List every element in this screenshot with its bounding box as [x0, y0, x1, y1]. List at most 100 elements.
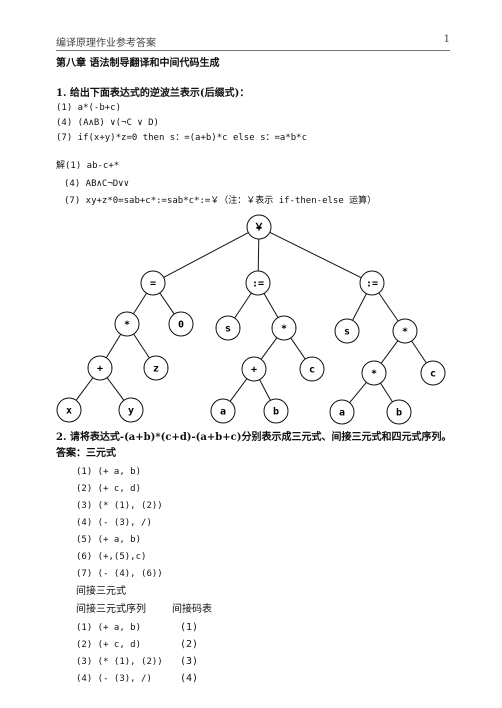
q1-item-1: (1) a*(-b+c) [56, 103, 122, 113]
triple-1: (1) (+ a, b) [76, 467, 142, 477]
tree-node-circle [329, 399, 355, 425]
tree-node-label: y [128, 406, 134, 417]
tree-node-label: ￥ [254, 223, 264, 234]
tree-node-label: 0 [178, 320, 184, 331]
tree-node-circle [168, 311, 194, 337]
tree-node-circle [215, 315, 241, 341]
tree-edge-m3-m4 [380, 340, 399, 364]
tree-node-root: ￥ [246, 214, 272, 240]
tree-edge-p1-y [106, 377, 125, 401]
tree-edge-m3-c2 [411, 340, 427, 364]
tree-node-m1: * [114, 311, 140, 337]
header-title: 编译原理作业参考答案 [56, 38, 156, 49]
tree-node-label: + [251, 365, 257, 376]
tree-node-circle [118, 397, 144, 423]
tree-node-circle [392, 318, 418, 344]
tree-node-s1: s [215, 315, 241, 341]
tree-node-label: * [371, 369, 377, 380]
triple-2: (2) (+ c, d) [76, 484, 142, 494]
indirect-code-1: (1) [180, 622, 199, 633]
header-rule [56, 50, 450, 51]
tree-node-label: c [430, 369, 436, 380]
triple-6: (6) (+,(5),c) [76, 552, 147, 562]
indirect-title: 间接三元式 [76, 586, 126, 597]
tree-node-label: b [273, 407, 279, 418]
tree-edge-m1-z [133, 333, 150, 359]
indirect-table-header: 间接码表 [172, 604, 212, 615]
tree-edge-root-as2 [269, 231, 362, 279]
tree-node-m3: * [392, 318, 418, 344]
tree-node-c1: c [299, 356, 325, 382]
indirect-row-4: (4) (- (3), /) [76, 674, 152, 684]
tree-edge-as1-m2 [263, 293, 279, 318]
tree-node-c2: c [420, 360, 446, 386]
tree-node-label: a [220, 407, 226, 418]
triple-4: (4) (- (3), /) [76, 518, 152, 528]
indirect-code-4: (4) [180, 673, 199, 684]
tree-edge-m2-c1 [290, 337, 306, 360]
triple-5: (5) (+ a, b) [76, 535, 142, 545]
tree-node-m2: * [271, 315, 297, 341]
tree-node-circle [246, 214, 272, 240]
tree-node-circle [263, 398, 289, 424]
tree-node-circle [143, 355, 169, 381]
indirect-code-3: (3) [180, 656, 199, 667]
q1-answer-1: 解(1) ab-c+* [56, 161, 120, 171]
triple-3: (3) (* (1), (2)) [76, 501, 163, 511]
indirect-code-2: (2) [180, 639, 199, 650]
tree-edge-m1-p1 [105, 333, 122, 359]
tree-node-p2: + [241, 356, 267, 382]
tree-node-circle [241, 356, 267, 382]
tree-node-a1: a [210, 398, 236, 424]
indirect-row-3: (3) (* (1), (2)) [76, 657, 163, 667]
tree-node-label: c [309, 365, 315, 376]
tree-edge-m2-p2 [260, 337, 278, 360]
tree-node-circle [87, 355, 113, 381]
q1-item-4: (4) (A∧B) ∨(¬C ∨ D) [56, 118, 159, 128]
tree-edge-root-as1 [257, 238, 260, 272]
q1-answer-4: (4) AB∧C¬D∨∨ [64, 179, 130, 189]
tree-node-label: := [252, 279, 264, 290]
tree-node-a2: a [329, 399, 355, 425]
chapter-title: 第八章 语法制导翻译和中间代码生成 [56, 58, 220, 69]
tree-node-label: := [366, 279, 378, 290]
tree-node-circle [420, 360, 446, 386]
tree-edge-m4-a2 [349, 381, 367, 404]
tree-edge-m4-b2 [380, 382, 393, 403]
tree-node-b2: b [386, 399, 412, 425]
tree-node-circle [245, 270, 271, 296]
indirect-row-1: (1) (+ a, b) [76, 623, 142, 633]
q1-item-7: (7) if(x+y)*z=0 then s：=(a+b)*c else s：=… [56, 133, 307, 143]
tree-node-label: s [344, 327, 350, 338]
tree-node-y: y [118, 397, 144, 423]
tree-node-as1: := [245, 270, 271, 296]
tree-node-label: s [225, 324, 231, 335]
tree-edge-root-eq [163, 232, 249, 278]
tree-node-label: * [281, 324, 287, 335]
tree-node-b1: b [263, 398, 289, 424]
tree-node-p1: + [87, 355, 113, 381]
q1-question: 1. 给出下面表达式的逆波兰表示(后缀式)： [56, 88, 250, 99]
indirect-seq-header: 间接三元式序列 [76, 604, 146, 615]
tree-node-eq: = [140, 270, 166, 296]
indirect-row-2: (2) (+ c, d) [76, 640, 142, 650]
tree-node-circle [210, 398, 236, 424]
tree-node-label: = [150, 279, 156, 290]
triple-7: (7) (- (4), (6)) [76, 569, 163, 579]
tree-node-as2: := [359, 270, 385, 296]
tree-node-s2: s [334, 318, 360, 344]
tree-node-label: * [402, 327, 408, 338]
tree-node-circle [56, 397, 82, 423]
page-number: 1 [443, 34, 450, 45]
tree-edge-as2-m3 [378, 292, 399, 322]
q1-answer-7: (7) xy+z*0=sab+c*:=sab*c*:=￥（注：￥表示 if-th… [64, 196, 377, 206]
tree-node-m4: * [361, 360, 387, 386]
tree-node-circle [361, 360, 387, 386]
tree-node-label: x [66, 406, 72, 417]
tree-node-circle [114, 311, 140, 337]
tree-node-z: z [143, 355, 169, 381]
tree-node-circle [334, 318, 360, 344]
tree-node-circle [359, 270, 385, 296]
tree-edge-eq-m1 [133, 292, 147, 315]
